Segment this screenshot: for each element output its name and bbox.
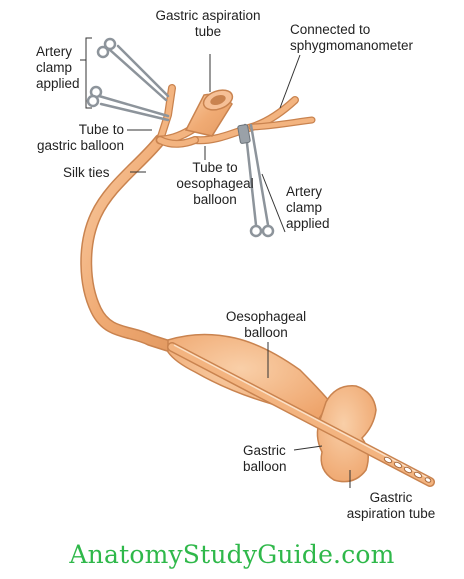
label-gastric-aspiration-tube-top: Gastric aspiration tube	[155, 8, 261, 39]
oesophageal-balloon	[167, 333, 331, 421]
main-tube	[80, 134, 178, 353]
aspiration-funnel	[184, 89, 234, 137]
label-artery-clamp-applied-right: Artery clamp applied	[286, 184, 330, 231]
label-oesophageal-balloon: Oesophageal balloon	[225, 309, 307, 340]
leader-lines	[80, 37, 351, 488]
label-tube-to-gastric-balloon: Tube to gastric balloon	[36, 122, 124, 153]
label-gastric-aspiration-tube-bottom: Gastric aspiration tube	[346, 490, 436, 521]
artery-clamp-left	[86, 37, 170, 122]
label-connected-to-sphygmomanometer: Connected to sphygmomanometer	[290, 22, 414, 53]
aspiration-holes	[383, 456, 432, 483]
label-gastric-balloon: Gastric balloon	[243, 443, 287, 474]
tube-branches	[155, 84, 316, 148]
label-silk-ties: Silk ties	[63, 165, 110, 180]
watermark: AnatomyStudyGuide.com	[69, 540, 395, 569]
label-artery-clamp-applied-left: Artery clamp applied	[36, 44, 80, 91]
artery-clamp-right	[237, 123, 275, 238]
label-tube-to-oesophageal-balloon: Tube to oesophageal balloon	[176, 160, 254, 207]
